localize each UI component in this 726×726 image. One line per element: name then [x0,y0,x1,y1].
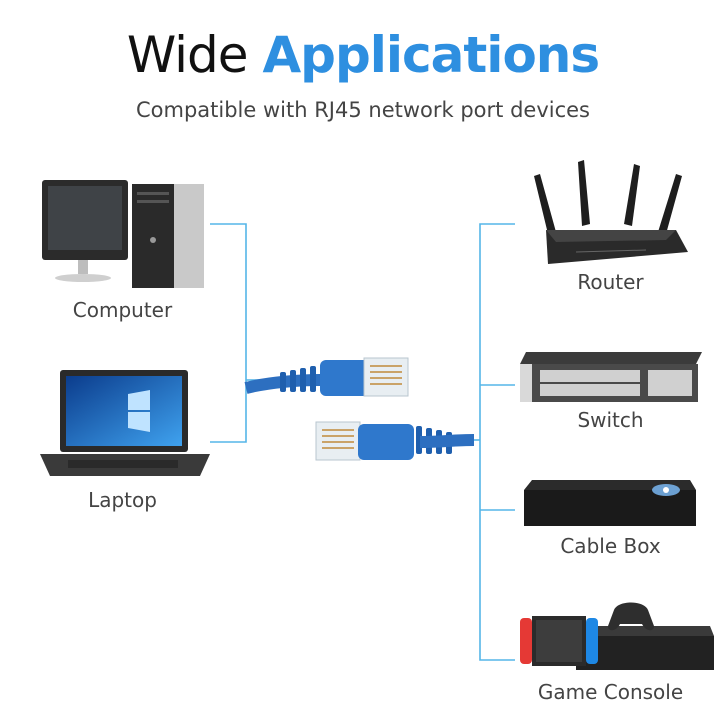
ethernet-cable-icon [244,357,475,461]
label-game-console: Game Console [537,680,684,704]
title-part-2: Applications [262,26,600,84]
router-icon [534,160,688,264]
game-console-icon [520,602,714,670]
label-laptop: Laptop [88,488,157,512]
label-computer: Computer [72,298,173,322]
cable-box-device [520,478,700,534]
label-cable-box: Cable Box [560,534,661,558]
desktop-computer-icon [42,180,204,288]
ethernet-cable [240,352,480,476]
page-subtitle: Compatible with RJ45 network port device… [135,98,590,122]
laptop-device [38,370,212,484]
network-switch-icon [520,352,702,402]
page-title: Wide Applications [0,26,726,84]
cable-box-icon [524,480,696,526]
switch-device [518,350,702,410]
title-part-1: Wide [126,26,249,84]
label-router: Router [577,270,644,294]
router-device [526,160,696,272]
label-switch: Switch [577,408,644,432]
laptop-icon [40,370,210,476]
game-console-device [514,596,714,682]
computer-device [40,176,210,296]
